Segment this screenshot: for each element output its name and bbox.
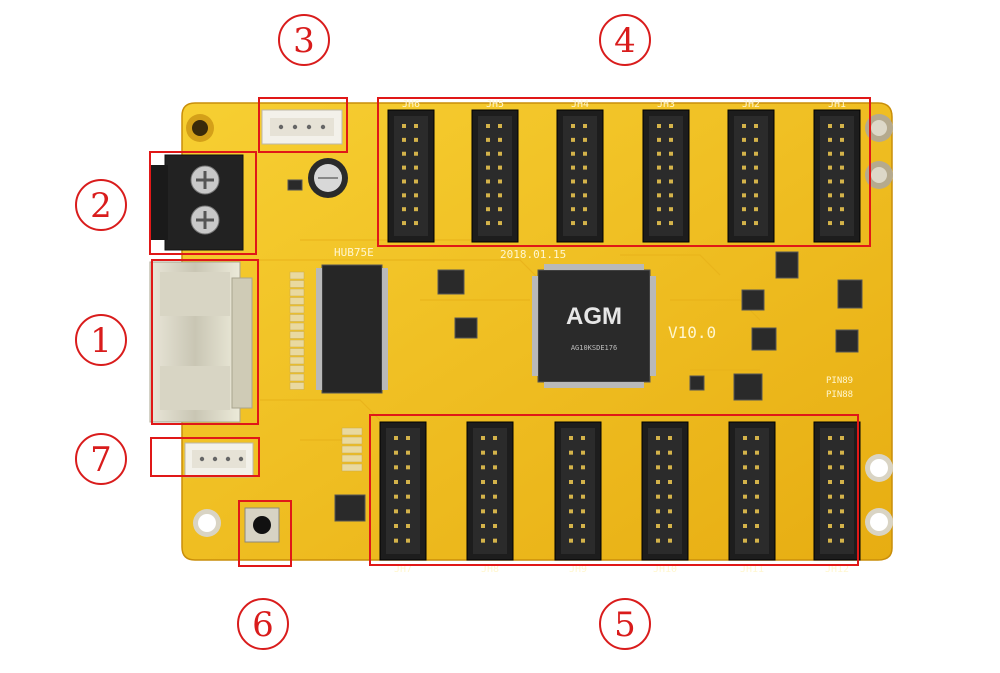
- hub75-header-jh10: JH10: [641, 421, 689, 575]
- silkscreen-version: V10.0: [668, 323, 716, 342]
- silkscreen-date: 2018.01.15: [500, 248, 566, 261]
- highlight-top-headers: [377, 97, 871, 247]
- hub75-header-jh8: JH8: [466, 421, 514, 575]
- silkscreen-pin89: PIN89: [826, 376, 853, 386]
- highlight-connector-7: [150, 437, 260, 477]
- header-label: JH10: [653, 564, 677, 575]
- svg-text:AG10KSDE176: AG10KSDE176: [571, 344, 617, 352]
- highlight-bottom-headers: [369, 414, 859, 566]
- highlight-connector-3: [258, 97, 348, 153]
- hub75-header-jh12: JH12: [813, 421, 861, 575]
- callout-1: 1: [75, 314, 127, 366]
- header-label: JH1: [828, 99, 846, 110]
- reset-button: [244, 507, 280, 543]
- bottom-hub75-headers: JH7 JH8 JH9 JH10 JH11 JH12: [379, 421, 861, 575]
- terminal-block: [150, 154, 244, 251]
- top-hub75-headers: JH6 JH5 JH4 JH3 JH2 JH1: [387, 99, 861, 243]
- fpga-chip: AGM AG10KSDE176: [532, 264, 656, 388]
- svg-text:AGM: AGM: [566, 303, 622, 330]
- header-label: JH3: [657, 99, 675, 110]
- header-label: JH11: [740, 564, 764, 575]
- header-label: JH5: [486, 99, 504, 110]
- header-label: JH7: [394, 564, 412, 575]
- small-ics: [287, 179, 863, 522]
- header-label: JH9: [569, 564, 587, 575]
- callout-5: 5: [599, 598, 651, 650]
- callout-6: 6: [237, 598, 289, 650]
- callout-4: 4: [599, 14, 651, 66]
- electrolytic-capacitor: [308, 158, 348, 198]
- mounting-holes: [186, 114, 893, 537]
- ethernet-jack: [149, 261, 253, 423]
- hub75-header-jh3: JH3: [642, 99, 690, 243]
- callout-3: 3: [278, 14, 330, 66]
- callout-2: 2: [75, 179, 127, 231]
- hub75-header-jh5: JH5: [471, 99, 519, 243]
- hub75-header-jh9: JH9: [554, 421, 602, 575]
- power-connector-3: [261, 109, 343, 145]
- header-label: JH8: [481, 564, 499, 575]
- buffer-chip: [316, 264, 388, 394]
- header-label: JH6: [402, 99, 420, 110]
- highlight-reset-button: [238, 500, 292, 567]
- hub75-header-jh2: JH2: [727, 99, 775, 243]
- debug-connector-7: [184, 442, 254, 478]
- header-label: JH12: [825, 564, 849, 575]
- hub75-header-jh11: JH11: [728, 421, 776, 575]
- pin-header: [289, 271, 363, 472]
- silkscreen-hub: HUB75E: [334, 246, 374, 259]
- hub75-header-jh1: JH1: [813, 99, 861, 243]
- hub75-header-jh4: JH4: [556, 99, 604, 243]
- header-label: JH4: [571, 99, 589, 110]
- highlight-ethernet: [151, 259, 259, 425]
- callout-7: 7: [75, 433, 127, 485]
- hub75-header-jh7: JH7: [379, 421, 427, 575]
- header-label: JH2: [742, 99, 760, 110]
- hub75-header-jh6: JH6: [387, 99, 435, 243]
- highlight-terminal: [149, 151, 257, 255]
- silkscreen-pin88: PIN88: [826, 390, 853, 400]
